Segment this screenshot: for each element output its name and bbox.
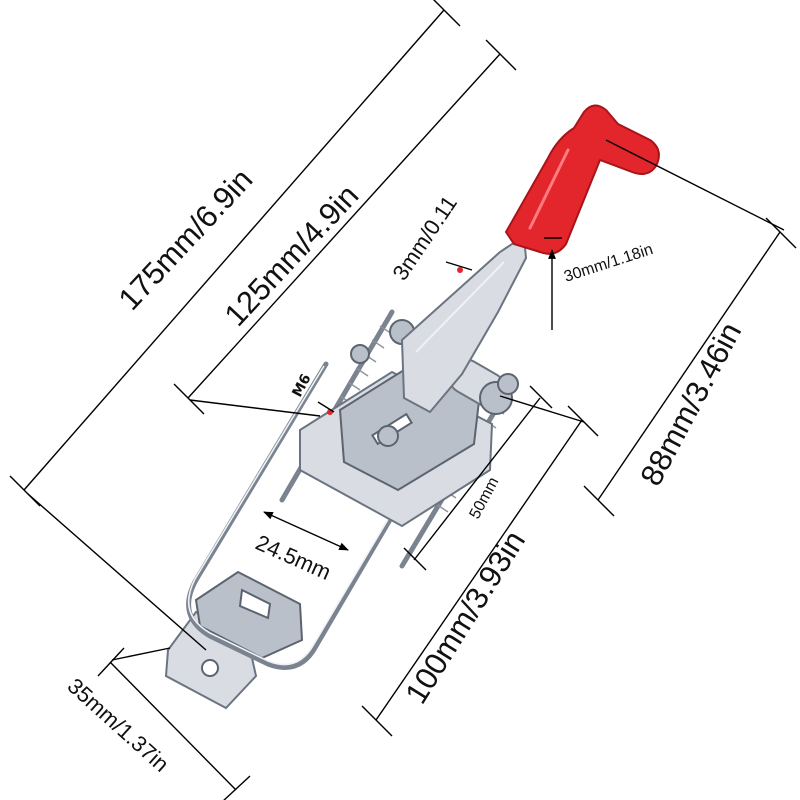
- thickness-marker-dot: [457, 267, 463, 273]
- pivot-pin-lower: [377, 425, 399, 447]
- dimension-lines: [9, 0, 797, 800]
- label-base-length: 100mm/3.93in: [398, 525, 532, 710]
- label-base-width: 35mm/1.37in: [63, 673, 174, 777]
- nut-right: [497, 373, 519, 395]
- u-hook-wire-highlight: [187, 365, 445, 666]
- lever-arm-edge: [415, 261, 505, 353]
- nut-top: [350, 344, 370, 364]
- label-handle-offset: 30mm/1.18in: [562, 241, 655, 286]
- base-hole: [201, 659, 219, 677]
- lever-arm: [400, 234, 528, 414]
- lever-grip-highlight: [528, 148, 570, 230]
- latch-clamp-product: [164, 104, 660, 710]
- catch-slot: [238, 588, 272, 620]
- label-handle-thickness: 3mm/0.11: [387, 191, 462, 285]
- lever-grip: [504, 104, 660, 255]
- label-height: 88mm/3.46in: [633, 317, 748, 492]
- label-thread-size: M6: [289, 371, 314, 399]
